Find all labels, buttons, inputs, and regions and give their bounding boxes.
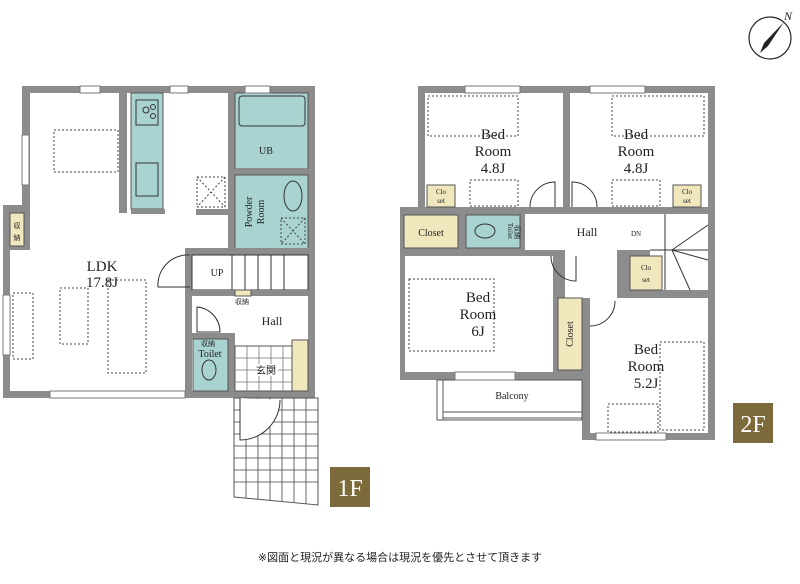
svg-text:Bed: Bed (634, 342, 659, 358)
svg-text:Bed: Bed (481, 127, 506, 143)
svg-text:Hall: Hall (262, 314, 283, 328)
svg-text:Room: Room (628, 359, 665, 375)
shoe-cabinet (291, 339, 309, 392)
svg-text:Toilet: Toilet (198, 349, 221, 360)
closet-bedroom-1 (426, 184, 456, 208)
svg-text:Hall: Hall (577, 225, 598, 239)
svg-text:5.2J: 5.2J (634, 376, 659, 392)
svg-text:Toilet: Toilet (506, 223, 514, 239)
floor-1-badge (330, 467, 370, 507)
svg-text:Powder: Powder (244, 196, 255, 227)
svg-text:Clo: Clo (641, 264, 652, 272)
svg-text:収納: 収納 (513, 225, 522, 239)
svg-text:Room: Room (475, 144, 512, 160)
svg-text:UB: UB (259, 146, 273, 157)
svg-text:Clo: Clo (682, 188, 693, 196)
svg-text:4.8J: 4.8J (481, 161, 506, 177)
svg-text:Bed: Bed (466, 290, 491, 306)
svg-text:Closet: Closet (418, 228, 444, 239)
svg-text:set: set (683, 197, 691, 205)
floor-2-badge (733, 403, 773, 443)
closet-bedroom-2 (672, 184, 702, 208)
porch (233, 397, 319, 506)
svg-text:4.8J: 4.8J (624, 161, 649, 177)
closet-hall (629, 255, 663, 291)
svg-text:Room: Room (460, 307, 497, 323)
svg-text:Closet: Closet (565, 321, 576, 347)
svg-text:set: set (642, 276, 650, 284)
svg-text:収納: 収納 (235, 297, 249, 306)
svg-text:LDK: LDK (87, 259, 118, 275)
storage-left (9, 212, 25, 247)
svg-text:収納: 収納 (201, 339, 215, 348)
svg-text:N: N (783, 9, 793, 23)
svg-text:2F: 2F (740, 412, 765, 438)
svg-text:1F: 1F (337, 476, 362, 502)
balcony: Balcony (436, 379, 583, 421)
toilet-1f (192, 338, 229, 392)
svg-text:DN: DN (631, 230, 641, 238)
svg-text:Balcony: Balcony (495, 391, 528, 402)
bedroom-3 (405, 256, 553, 372)
svg-text:Room: Room (618, 144, 655, 160)
floor-1-plan: 収 納 UB Powder Room UP 収納 (2, 85, 370, 507)
unit-bath (234, 92, 309, 170)
bedroom-4 (590, 298, 708, 433)
svg-text:納: 納 (14, 233, 21, 242)
svg-text:set: set (437, 197, 445, 205)
powder-room (234, 174, 309, 250)
svg-text:収: 収 (14, 222, 21, 230)
fridge-space (196, 176, 226, 208)
svg-text:Room: Room (256, 200, 267, 225)
svg-text:17.8J: 17.8J (86, 275, 118, 291)
svg-text:6J: 6J (471, 324, 485, 340)
svg-text:玄関: 玄関 (256, 364, 276, 377)
closet-2f (403, 214, 459, 249)
closet-bedroom-3 (557, 297, 583, 371)
footer-note: ※図面と現況が異なる場合は現況を優先とさせて頂きます (257, 551, 543, 564)
svg-text:Bed: Bed (624, 127, 649, 143)
floor-2-plan: Bed Room 4.8J Bed Room 4.8J Clo set Clo … (400, 85, 773, 443)
svg-text:UP: UP (211, 268, 224, 279)
compass-icon: N (748, 9, 793, 60)
svg-text:Clo: Clo (436, 188, 447, 196)
